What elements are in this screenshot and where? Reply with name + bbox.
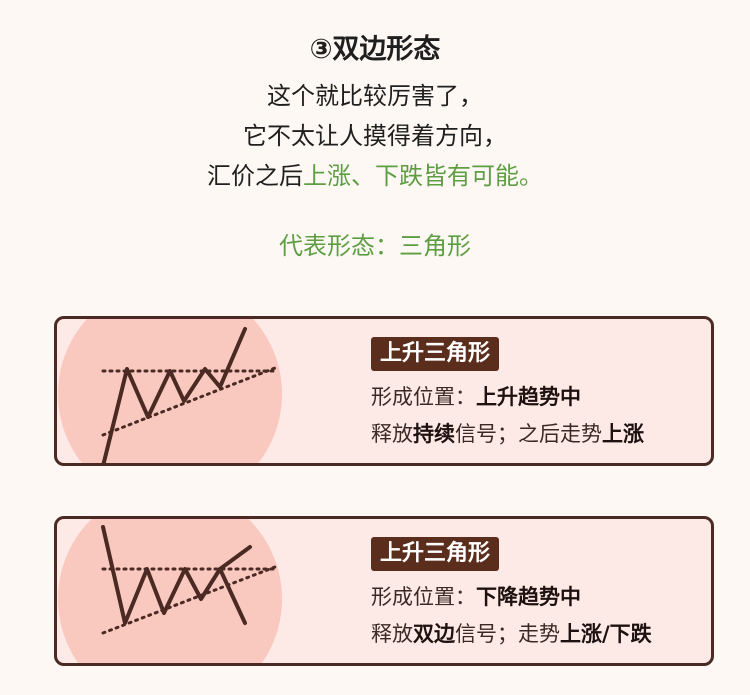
pattern-tag: 上升三角形 (371, 537, 500, 571)
description-line-3: 汇价之后上涨、下跌皆有可能。 (0, 156, 750, 196)
description-line-1: 这个就比较厉害了， (267, 82, 483, 110)
release-signal-type: 持续 (413, 422, 455, 446)
release-mid: 信号；之后走势 (455, 422, 602, 446)
release-prefix: 释放 (371, 622, 413, 646)
pattern-card-ascending-downtrend: 上升三角形 形成位置：下降趋势中 释放双边信号；走势上涨/下跌 (54, 516, 714, 666)
ascending-triangle-uptrend-diagram (58, 319, 282, 463)
description-line-3-prefix: 汇价之后 (207, 162, 303, 190)
release-direction: 上涨 (602, 422, 644, 446)
description-line-3-highlight: 上涨、下跌皆有可能。 (303, 162, 543, 190)
release-signal-type: 双边 (413, 622, 455, 646)
ascending-triangle-downtrend-diagram (58, 519, 282, 663)
background-circle (58, 519, 282, 663)
formation-position-label: 形成位置： (371, 385, 476, 409)
release-signal: 释放双边信号；走势上涨/下跌 (371, 617, 652, 651)
background-circle (58, 319, 282, 463)
section-title: ③双边形态 (309, 34, 441, 65)
support-dotted-line (101, 565, 277, 635)
release-mid: 信号；走势 (455, 622, 560, 646)
formation-position-value: 下降趋势中 (476, 585, 581, 609)
description: 这个就比较厉害了， 它不太让人摸得着方向， 汇价之后上涨、下跌皆有可能。 (0, 76, 750, 196)
price-line (101, 327, 247, 463)
formation-position: 形成位置：上升趋势中 (371, 380, 581, 414)
release-direction: 上涨/下跌 (560, 622, 652, 646)
description-line-2: 它不太让人摸得着方向， (243, 122, 507, 150)
formation-position: 形成位置：下降趋势中 (371, 580, 581, 614)
formation-position-value: 上升趋势中 (476, 385, 581, 409)
release-prefix: 释放 (371, 422, 413, 446)
formation-position-label: 形成位置： (371, 585, 476, 609)
support-dotted-line (101, 366, 277, 437)
price-line-up (218, 545, 252, 571)
price-line-down (101, 525, 247, 625)
pattern-tag: 上升三角形 (371, 337, 500, 371)
representative-pattern: 代表形态：三角形 (279, 232, 471, 260)
release-signal: 释放持续信号；之后走势上涨 (371, 417, 644, 451)
pattern-card-ascending-uptrend: 上升三角形 形成位置：上升趋势中 释放持续信号；之后走势上涨 (54, 316, 714, 466)
